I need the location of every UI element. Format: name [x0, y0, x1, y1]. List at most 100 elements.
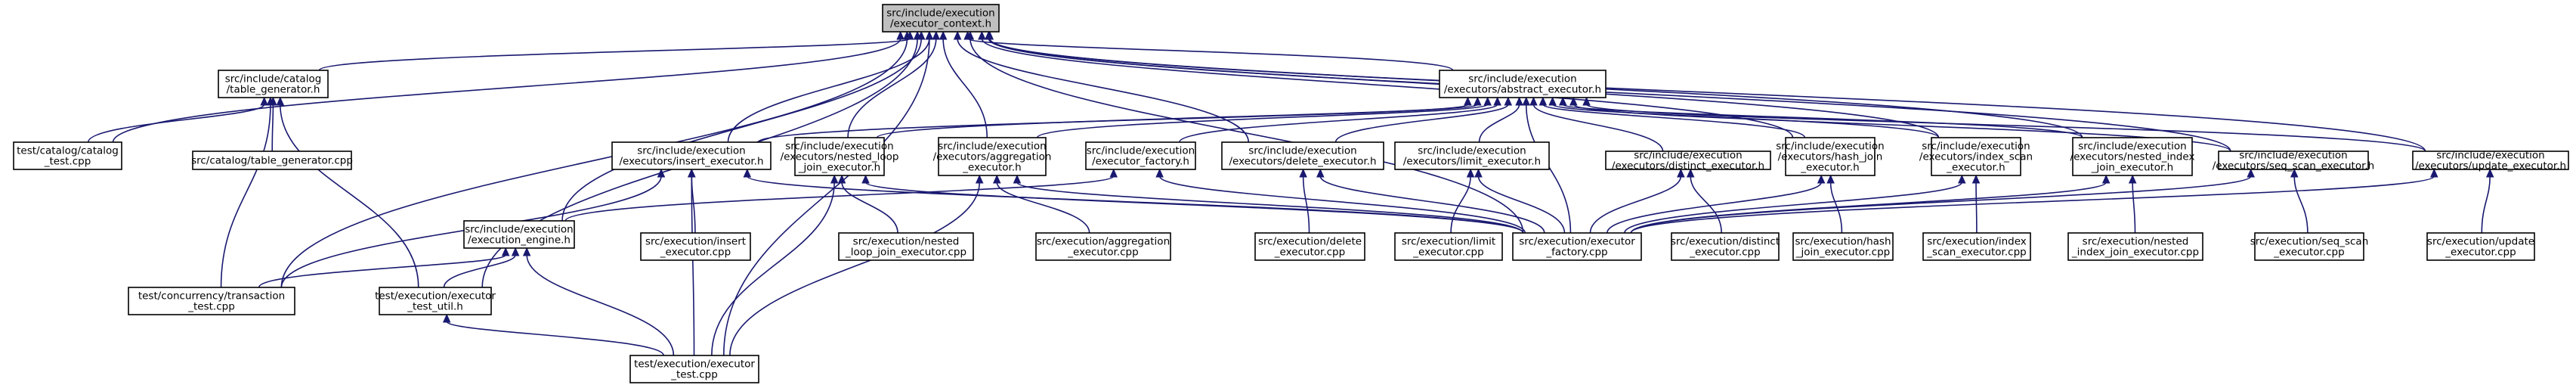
node-factoryh[interactable]: src/include/execution/executor_factory.h	[1085, 141, 1196, 170]
edge-hashjoin-to-absexec	[1538, 96, 1806, 138]
node-limit[interactable]: src/include/execution/executors/limit_ex…	[1394, 141, 1550, 170]
arrowhead-icon	[1515, 96, 1523, 106]
node-nijcpp[interactable]: src/execution/nested_index_join_executor…	[2067, 232, 2203, 261]
node-label-line: src/include/execution	[1248, 145, 1357, 157]
node-deletecpp[interactable]: src/execution/delete_executor.cpp	[1254, 232, 1365, 261]
arrowhead-icon	[1466, 168, 1475, 178]
edge-line	[1630, 175, 2252, 234]
node-label-line: _executor.cpp	[660, 247, 731, 259]
edge-line	[691, 175, 695, 356]
arrowhead-icon	[2430, 168, 2438, 178]
arrowhead-icon	[966, 30, 975, 40]
node-label-line: _executor.cpp	[1067, 247, 1138, 259]
node-aggcpp[interactable]: src/execution/aggregation_executor.cpp	[1035, 232, 1171, 261]
node-agg[interactable]: src/include/execution/executors/aggregat…	[933, 137, 1052, 176]
node-label-line: src/catalog/table_generator.cpp	[191, 155, 353, 167]
node-label-line: _loop_join_executor.cpp	[845, 247, 966, 259]
node-box	[1254, 232, 1365, 261]
node-box	[1394, 232, 1503, 261]
node-label-line: src/execution/distinct	[1671, 236, 1780, 248]
arrowhead-icon	[266, 96, 275, 106]
node-insert[interactable]: src/include/execution/executors/insert_e…	[611, 141, 772, 170]
arrowhead-icon	[903, 30, 911, 40]
node-absexec[interactable]: src/include/execution/executors/abstract…	[1439, 70, 1607, 98]
edge-line	[1477, 175, 1566, 234]
node-factorycpp[interactable]: src/execution/executor_factory.cpp	[1512, 232, 1642, 261]
arrowhead-icon	[743, 168, 752, 178]
node-ctx[interactable]: src/include/execution/executor_context.h	[882, 4, 1000, 33]
node-label-line: /executor_factory.h	[1092, 156, 1189, 168]
arrowhead-icon	[1109, 168, 1118, 178]
arrowhead-icon	[985, 30, 994, 40]
node-label-line: _executor.cpp	[1274, 247, 1345, 259]
arrowhead-icon	[1316, 168, 1325, 178]
node-limitcpp[interactable]: src/execution/limit_executor.cpp	[1394, 232, 1503, 261]
node-tgen[interactable]: src/include/catalog/table_generator.h	[218, 70, 329, 98]
node-update[interactable]: src/include/execution/executors/update_e…	[2412, 150, 2569, 172]
node-cattest[interactable]: test/catalog/catalog_test.cpp	[13, 141, 122, 170]
edge-exectest-to-nlj	[711, 174, 839, 356]
arrowhead-icon	[913, 30, 922, 40]
node-exectest[interactable]: test/execution/executor_test.cpp	[629, 355, 759, 383]
edge-tgen-to-ctx	[318, 30, 914, 71]
node-testutil[interactable]: test/execution/executor_test_util.h	[375, 287, 496, 315]
node-engine[interactable]: src/include/execution/execution_engine.h	[463, 220, 575, 249]
edge-line	[2481, 175, 2491, 234]
node-box	[1439, 70, 1607, 98]
edge-line	[1478, 104, 1520, 143]
node-box	[218, 70, 329, 98]
node-label-line: src/execution/executor	[1519, 236, 1635, 248]
node-seqscan[interactable]: src/include/execution/executors/seq_scan…	[2213, 150, 2375, 172]
node-delete[interactable]: src/include/execution/executors/delete_e…	[1221, 141, 1384, 170]
edge-factorycpp-to-nlj	[861, 174, 1524, 234]
node-box	[2218, 151, 2369, 170]
node-label-line: src/include/execution	[785, 141, 894, 153]
edge-distinct-to-absexec	[1529, 96, 1664, 152]
node-label-line: /executors/aggregation	[933, 151, 1052, 163]
node-box	[640, 232, 751, 261]
edge-factorycpp-to-ctx	[966, 30, 1524, 234]
edge-line	[942, 38, 988, 138]
edge-line	[1319, 175, 1545, 234]
node-nlj[interactable]: src/include/execution/executors/nested_l…	[781, 137, 899, 176]
node-label-line: src/execution/limit	[1402, 236, 1495, 248]
node-updatecpp[interactable]: src/execution/update_executor.cpp	[2426, 232, 2535, 261]
node-label-line: src/include/catalog	[225, 73, 322, 85]
node-nij[interactable]: src/include/execution/executors/nested_i…	[2070, 137, 2195, 176]
arrowhead-icon	[1971, 174, 1981, 184]
node-txntest[interactable]: test/concurrency/transaction_test.cpp	[128, 287, 295, 315]
edge-factorycpp-to-factoryh	[1155, 168, 1526, 234]
node-distinct[interactable]: src/include/execution/executors/distinct…	[1605, 150, 1771, 172]
arrowhead-icon	[2101, 174, 2111, 184]
node-distinctcpp[interactable]: src/execution/distinct_executor.cpp	[1671, 232, 1780, 261]
node-label-line: /executors/insert_executor.h	[619, 156, 763, 168]
node-hashjoin[interactable]: src/include/execution/executors/hash_joi…	[1776, 137, 1885, 176]
node-idxscan[interactable]: src/include/execution/executors/index_sc…	[1919, 137, 2033, 176]
node-label-line: src/execution/update	[2427, 236, 2534, 248]
arrowhead-icon	[687, 168, 696, 178]
node-tgencpp[interactable]: src/catalog/table_generator.cpp	[191, 151, 353, 170]
node-label-line: _factory.cpp	[1545, 247, 1607, 259]
edge-seqcpp-to-seqscan	[2290, 168, 2309, 234]
node-label-line: /executors/hash_join	[1778, 151, 1883, 163]
node-nljcpp[interactable]: src/execution/nested_loop_join_executor.…	[838, 232, 974, 261]
node-hashcpp[interactable]: src/execution/hash_join_executor.cpp	[1792, 232, 1894, 261]
node-label-line: src/execution/delete	[1258, 236, 1362, 248]
edge-line	[957, 38, 1250, 143]
edge-line	[87, 104, 265, 143]
node-box	[379, 287, 492, 315]
arrowhead-icon	[522, 247, 531, 256]
node-label-line: /executors/nested_loop	[781, 151, 899, 163]
node-label-line: src/include/execution	[1634, 150, 1743, 162]
edge-factorycpp-to-limit	[1474, 168, 1566, 234]
node-idxcpp[interactable]: src/execution/index_scan_executor.cpp	[1922, 232, 2031, 261]
node-insertcpp[interactable]: src/execution/insert_executor.cpp	[640, 232, 751, 261]
edge-line	[2132, 182, 2136, 234]
edge-line	[711, 182, 835, 356]
edge-nljcpp-to-nlj	[837, 174, 898, 234]
node-label-line: _test.cpp	[187, 301, 235, 313]
node-label-line: /executors/nested_index	[2070, 151, 2195, 163]
arrowhead-icon	[276, 96, 285, 106]
node-label-line: /table_generator.h	[227, 84, 320, 96]
node-seqcpp[interactable]: src/execution/seq_scan_executor.cpp	[2250, 232, 2369, 261]
